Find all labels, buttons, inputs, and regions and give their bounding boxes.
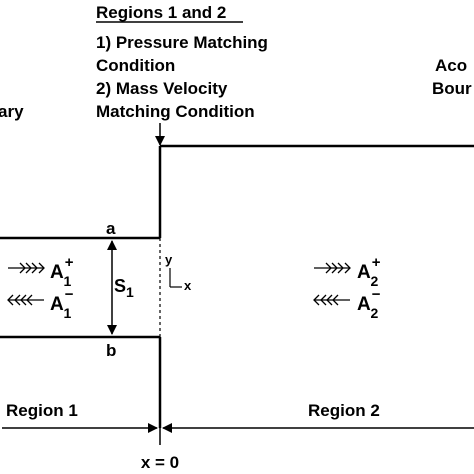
header-line-2: Condition (96, 56, 175, 75)
region2-label: Region 2 (308, 401, 380, 420)
header-line-3: 2) Mass Velocity (96, 79, 228, 98)
area-label: S1 (114, 276, 134, 300)
wave-label-a1-minus: A−1 (50, 286, 74, 321)
wave-label-a2-minus: A−2 (357, 286, 381, 321)
right-fragment-text-1: Aco (435, 56, 467, 75)
wave-arrow-left-region2 (313, 294, 350, 306)
axis-x-label: x (184, 278, 192, 293)
header-line-1: 1) Pressure Matching (96, 33, 268, 52)
point-a-label: a (106, 219, 116, 238)
header-line-4: Matching Condition (96, 102, 255, 121)
wave-label-a1-plus: A+1 (50, 254, 74, 289)
wave-arrow-left-region1 (7, 294, 44, 306)
header-title: Regions 1 and 2 (96, 3, 226, 22)
axis-y-label: y (165, 252, 173, 267)
wave-arrow-right-region2 (314, 262, 351, 274)
wave-label-a2-plus: A+2 (357, 254, 381, 289)
region1-label: Region 1 (6, 401, 78, 420)
right-fragment-text-2: Bour (432, 79, 472, 98)
point-b-label: b (106, 341, 116, 360)
left-fragment-text: ary (0, 102, 24, 121)
wave-arrow-right-region1 (8, 262, 45, 274)
origin-label: x = 0 (141, 453, 179, 472)
